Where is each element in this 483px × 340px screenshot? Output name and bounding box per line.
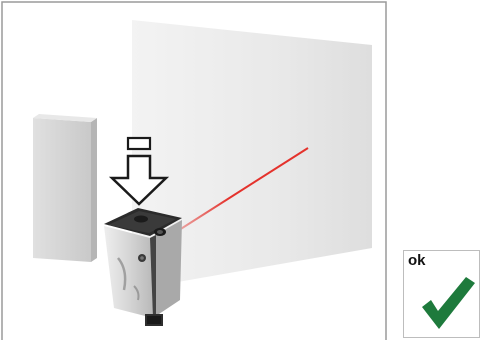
- status-badge: ok: [403, 250, 480, 338]
- down-arrow-icon: [108, 136, 170, 206]
- illustration-panel: [1, 1, 387, 340]
- frame-border: [1, 1, 387, 340]
- sensor-housing-icon: [104, 208, 182, 326]
- sensor-scene: [1, 1, 387, 340]
- obstacle-block-icon: [33, 114, 97, 262]
- checkmark-icon: [422, 277, 475, 329]
- ok-label: ok: [408, 252, 426, 269]
- laser-beam-icon: [175, 147, 309, 233]
